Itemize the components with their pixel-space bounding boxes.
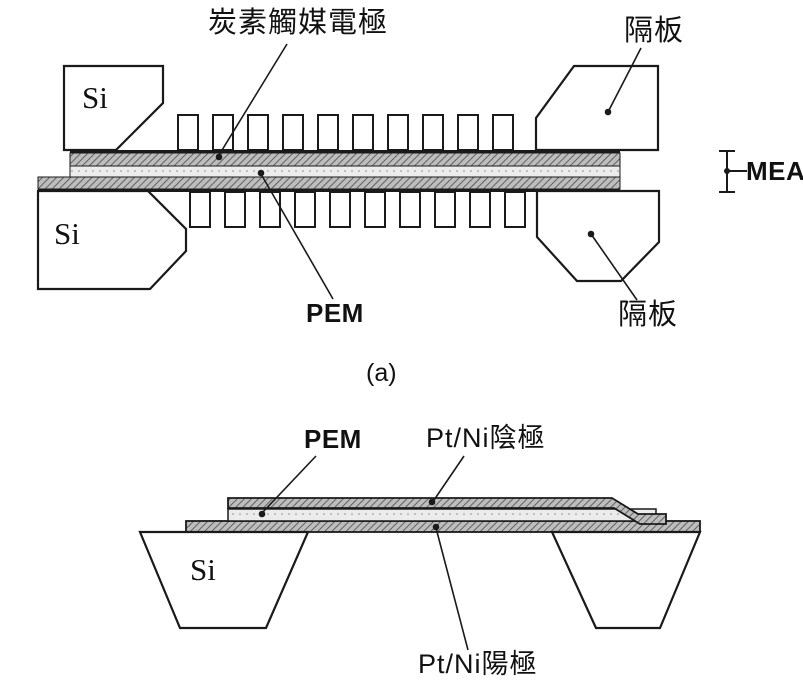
mea-top-line bbox=[70, 150, 620, 153]
leader-lines-b bbox=[258, 455, 469, 651]
label-carbon-electrode: 炭素觸媒電極 bbox=[208, 7, 389, 39]
rib bbox=[212, 114, 234, 151]
rib bbox=[177, 114, 199, 151]
leader-pem-bottom bbox=[261, 455, 317, 514]
separator-block-bottom-right bbox=[535, 189, 661, 283]
rib bbox=[224, 191, 246, 228]
label-anode: Pt/Ni陽極 bbox=[418, 649, 538, 679]
label-mea: MEA bbox=[746, 156, 803, 186]
separator-blocks bbox=[36, 64, 661, 291]
rib bbox=[387, 114, 409, 151]
si-substrate-right bbox=[550, 530, 702, 630]
carbon-electrode-top-layer bbox=[69, 152, 621, 167]
dot-carbon-electrode bbox=[215, 153, 223, 161]
rib bbox=[259, 191, 281, 228]
mea-bottom-line bbox=[38, 189, 620, 192]
cathode-layer bbox=[227, 497, 667, 525]
label-cathode: Pt/Ni陰極 bbox=[426, 423, 546, 453]
dot-anode bbox=[432, 523, 440, 531]
rib bbox=[317, 114, 339, 151]
rib bbox=[492, 114, 514, 151]
rib bbox=[189, 191, 211, 228]
label-separator-bottom: 隔板 bbox=[618, 299, 679, 331]
pem-layer-b bbox=[227, 508, 657, 522]
mea-thickness-indicator bbox=[719, 150, 747, 193]
leader-separator-bottom bbox=[590, 233, 638, 301]
pem-layer bbox=[69, 165, 621, 178]
leader-cathode bbox=[431, 455, 465, 504]
mea-stack bbox=[37, 150, 621, 192]
si-substrate bbox=[138, 530, 702, 630]
si-substrate-left bbox=[138, 530, 310, 630]
caption-a: (a) bbox=[366, 359, 397, 387]
anode-layer bbox=[185, 520, 701, 533]
rib bbox=[422, 114, 444, 151]
rib bbox=[457, 114, 479, 151]
rib bbox=[434, 191, 456, 228]
si-block-top-left bbox=[62, 64, 165, 152]
dot-separator-bottom bbox=[587, 230, 595, 238]
dot-cathode bbox=[428, 498, 436, 506]
rib bbox=[247, 114, 269, 151]
rib bbox=[399, 191, 421, 228]
leader-lines-a bbox=[215, 43, 642, 301]
bottom-channel-ribs bbox=[189, 191, 526, 228]
si-block-bottom-left bbox=[36, 189, 188, 291]
leader-separator-top bbox=[607, 47, 642, 113]
label-si-top-left: Si bbox=[82, 80, 108, 115]
dot-separator-top bbox=[604, 108, 612, 116]
rib bbox=[364, 191, 386, 228]
leader-pem-top bbox=[260, 173, 334, 300]
leader-anode bbox=[435, 527, 469, 651]
rib bbox=[282, 114, 304, 151]
label-si-bottom-left: Si bbox=[54, 216, 80, 251]
label-pem-bottom: PEM bbox=[304, 424, 362, 454]
leader-carbon-electrode bbox=[218, 43, 288, 156]
rib bbox=[469, 191, 491, 228]
carbon-electrode-bottom-layer bbox=[37, 176, 621, 190]
dot-pem-top bbox=[257, 169, 265, 177]
separator-block-top-right bbox=[534, 64, 660, 152]
dot-pem-bottom bbox=[258, 510, 266, 518]
label-si-substrate: Si bbox=[190, 552, 216, 587]
thin-film-stack bbox=[185, 497, 701, 533]
rib bbox=[329, 191, 351, 228]
rib bbox=[294, 191, 316, 228]
label-pem-top: PEM bbox=[306, 298, 364, 328]
top-channel-ribs bbox=[177, 114, 514, 151]
rib bbox=[352, 114, 374, 151]
rib bbox=[504, 191, 526, 228]
label-separator-top: 隔板 bbox=[624, 15, 685, 47]
